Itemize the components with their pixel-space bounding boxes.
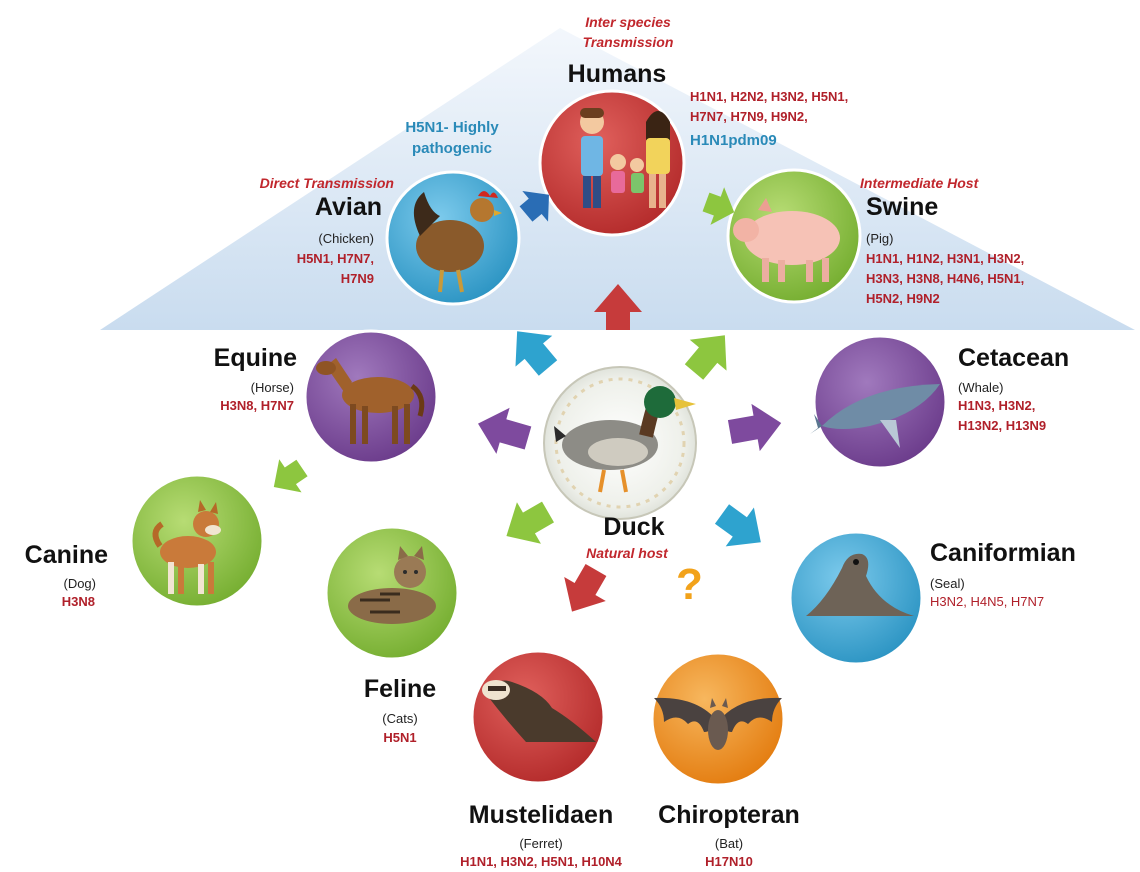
cetacean-common: (Whale) [958, 380, 1004, 395]
arrow-to-cetacean [726, 399, 786, 455]
inter-species-label: Inter species Transmission [583, 12, 674, 52]
chiropteran-common: (Bat) [715, 836, 743, 851]
humans-name: Humans [568, 60, 667, 89]
humans-strains: H1N1, H2N2, H3N2, H5N1, H7N7, H7N9, H9N2… [690, 87, 848, 127]
arrow-to-caniformian [708, 495, 775, 562]
natural-host-label: Natural host [586, 545, 668, 561]
arrow-to-mustelidaen [551, 558, 617, 624]
swine-strains: H1N1, H1N2, H3N1, H3N2, H3N3, H3N8, H4N6… [866, 249, 1024, 309]
cetacean-name: Cetacean [958, 344, 1069, 373]
equine-circle [305, 331, 437, 463]
canine-name: Canine [25, 541, 108, 570]
duck-name: Duck [603, 513, 664, 542]
arrow-to-equine [471, 401, 534, 461]
arrow-to-feline [494, 491, 560, 557]
feline-strains: H5N1 [383, 728, 416, 748]
arrow-equine-to-canine [263, 451, 314, 503]
swine-circle [728, 170, 860, 302]
caniformian-common: (Seal) [930, 576, 965, 591]
h5n1-note: H5N1- Highly pathogenic [405, 117, 498, 159]
mustelidaen-name: Mustelidaen [469, 801, 613, 830]
equine-strains: H3N8, H7N7 [220, 396, 294, 416]
intermediate-host-label: Intermediate Host [860, 175, 978, 191]
mustelidaen-circle [472, 651, 604, 783]
feline-name: Feline [364, 675, 436, 704]
chiropteran-circle [652, 653, 784, 785]
direct-transmission-label: Direct Transmission [260, 175, 394, 191]
avian-name: Avian [315, 193, 382, 222]
canine-circle [131, 475, 263, 607]
swine-common: (Pig) [866, 231, 893, 246]
avian-strains: H5N1, H7N7, H7N9 [297, 249, 374, 289]
equine-common: (Horse) [251, 380, 294, 395]
cetacean-strains: H1N3, H3N2, H13N2, H13N9 [958, 396, 1046, 436]
avian-circle [387, 172, 519, 304]
mustelidaen-strains: H1N1, H3N2, H5N1, H10N4 [460, 852, 622, 872]
cetacean-circle [810, 336, 946, 468]
avian-common: (Chicken) [318, 231, 374, 246]
humans-circle [540, 91, 684, 235]
canine-strains: H3N8 [62, 592, 95, 612]
caniformian-name: Caniformian [930, 539, 1076, 568]
equine-name: Equine [214, 344, 297, 373]
chiropteran-name: Chiropteran [658, 801, 800, 830]
feline-common: (Cats) [382, 711, 417, 726]
canine-common: (Dog) [63, 576, 96, 591]
humans-extra-strain: H1N1pdm09 [690, 132, 777, 149]
mustelidaen-common: (Ferret) [519, 836, 562, 851]
feline-circle [326, 527, 458, 659]
caniformian-strains: H3N2, H4N5, H7N7 [930, 592, 1044, 612]
unknown-question-mark: ? [676, 560, 703, 610]
swine-name: Swine [866, 193, 938, 222]
duck-circle [544, 367, 696, 519]
caniformian-circle [790, 532, 922, 664]
chiropteran-strains: H17N10 [705, 852, 753, 872]
